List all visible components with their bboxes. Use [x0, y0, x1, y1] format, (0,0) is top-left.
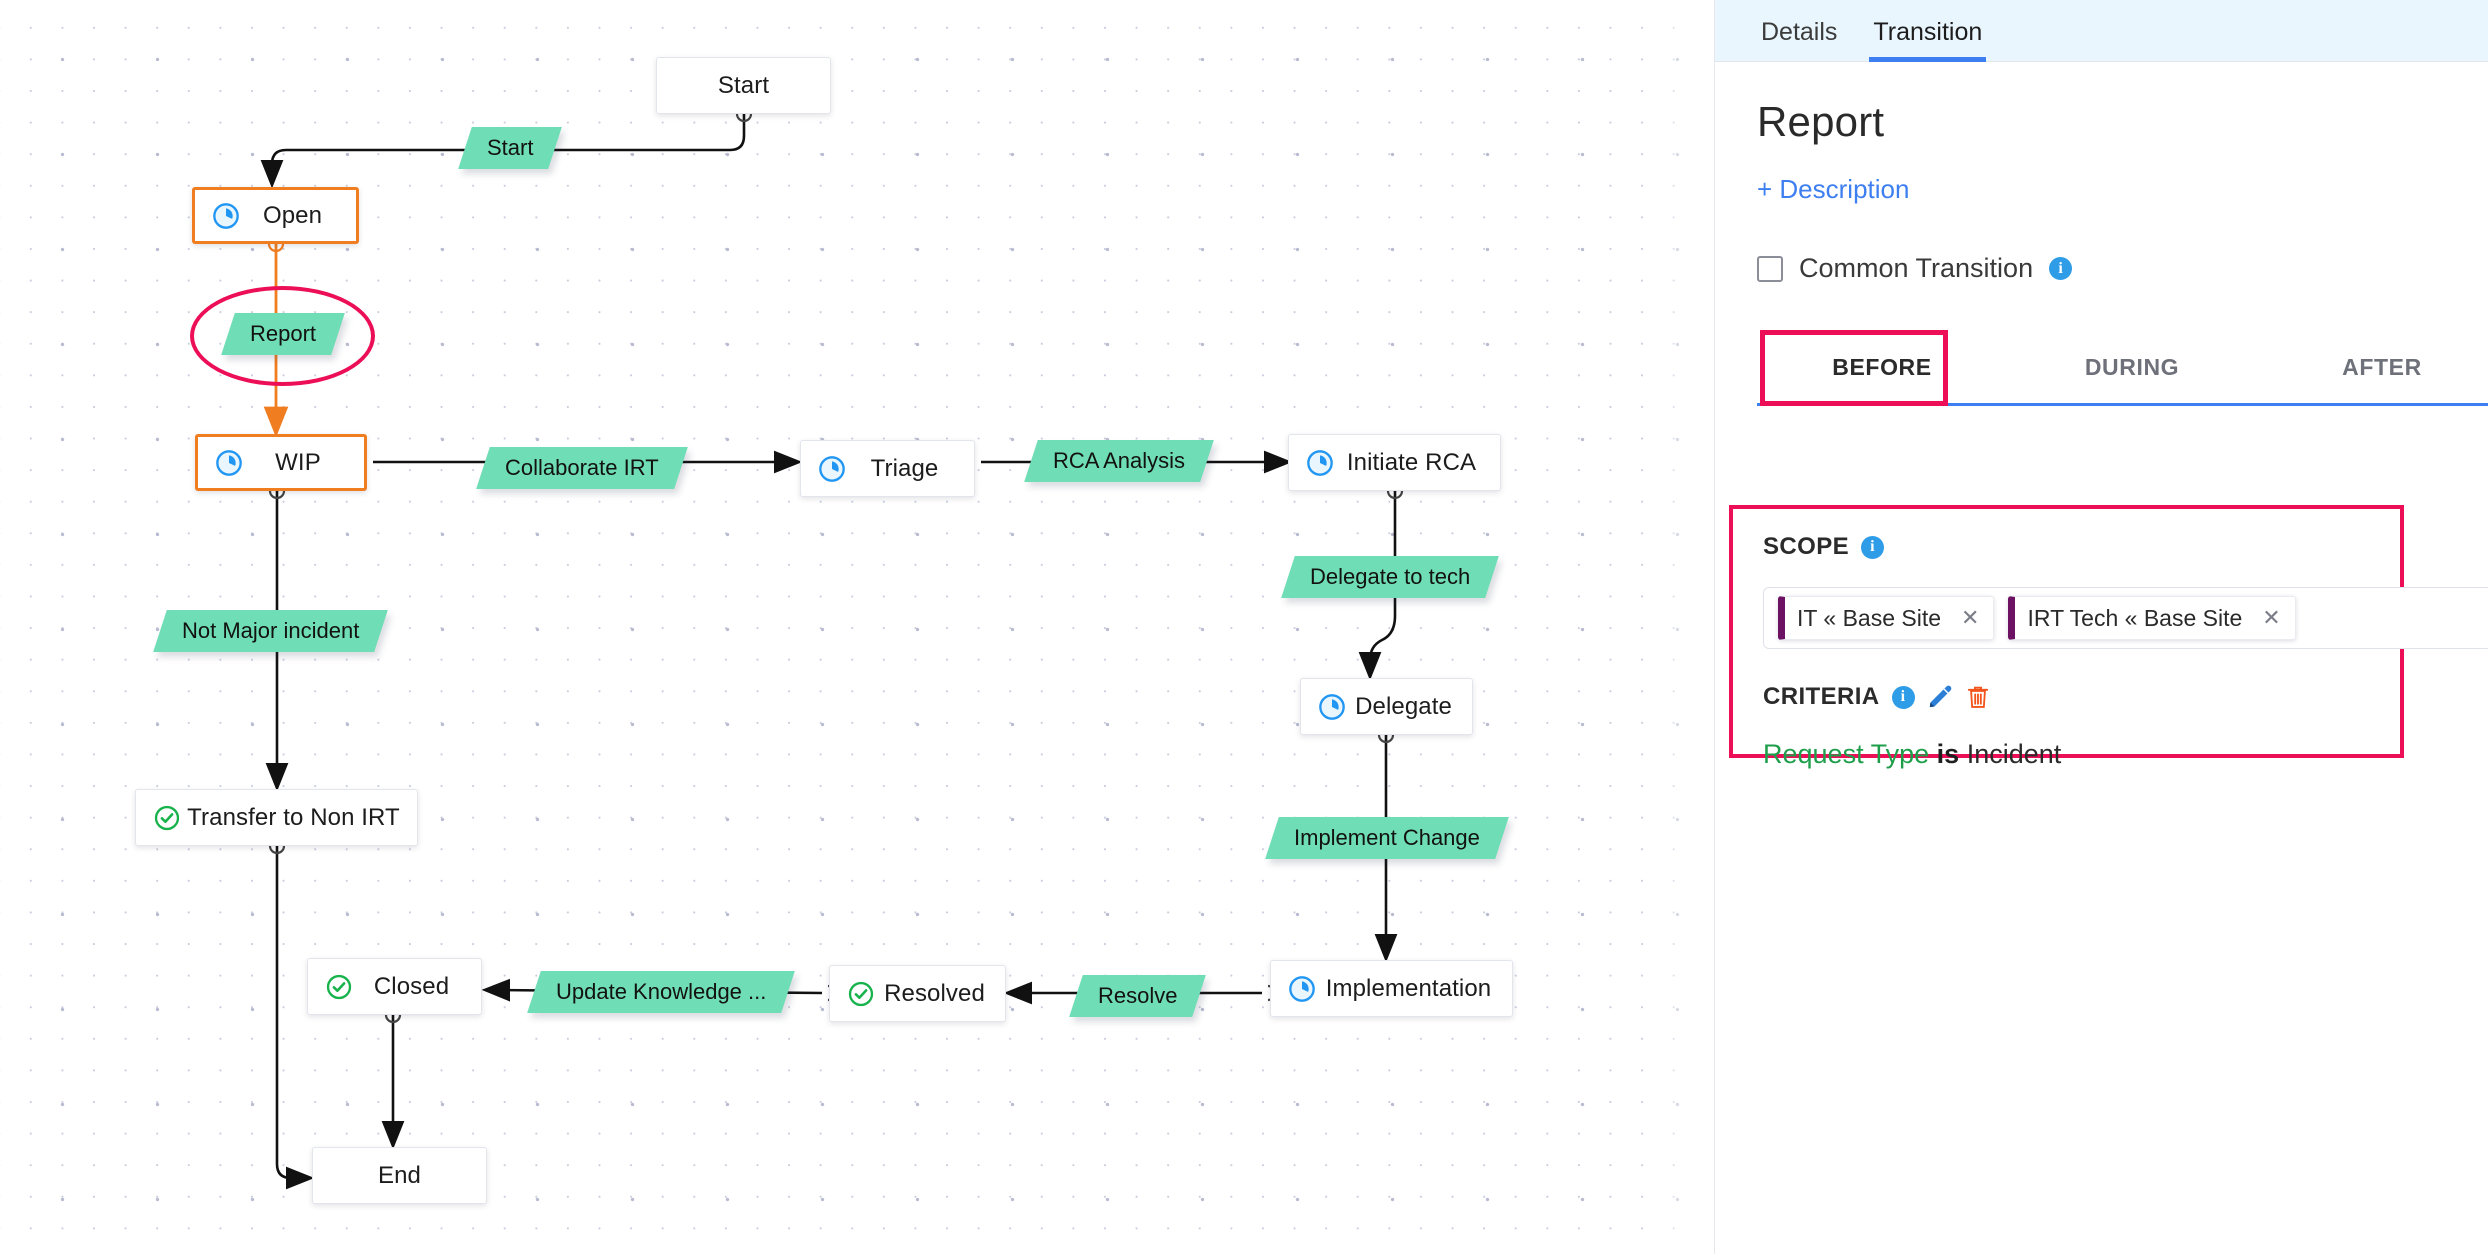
stage-tab-during[interactable]: DURING — [2007, 329, 2257, 405]
stage-tab-during-label: DURING — [2084, 353, 2180, 380]
criteria-value: Incident — [1966, 739, 2062, 769]
info-icon[interactable]: i — [1891, 685, 1915, 709]
node-resolved[interactable]: Resolved — [829, 965, 1006, 1022]
edge-label-rca-analysis-text: RCA Analysis — [1053, 448, 1186, 473]
clock-icon — [1317, 692, 1347, 722]
edge-label-report[interactable]: Report — [221, 313, 345, 355]
stage-tab-after[interactable]: AFTER — [2257, 329, 2488, 405]
clock-icon — [214, 448, 244, 478]
edge-label-not-major-incident-text: Not Major incident — [182, 618, 360, 643]
close-icon[interactable]: ✕ — [1961, 605, 1980, 630]
clock-icon — [1305, 448, 1335, 478]
node-delegate-label: Delegate — [1355, 692, 1452, 720]
scope-criteria-highlight-block: SCOPE i IT « Base Site ✕ IRT Tech « Base… — [1729, 505, 2488, 769]
node-wip[interactable]: WIP — [195, 434, 367, 491]
node-end[interactable]: End — [312, 1147, 487, 1204]
scope-chip-label: IT « Base Site — [1797, 604, 1942, 631]
stage-tab-before-label: BEFORE — [1832, 353, 1932, 380]
trash-icon[interactable] — [1965, 684, 1991, 710]
node-triage-label: Triage — [870, 454, 939, 482]
check-circle-icon — [846, 979, 876, 1009]
edge-label-implement-change[interactable]: Implement Change — [1265, 817, 1509, 859]
tab-details-label: Details — [1761, 18, 1838, 46]
node-open-label: Open — [262, 201, 323, 229]
info-icon[interactable]: i — [2049, 257, 2073, 280]
clock-icon — [1287, 974, 1317, 1004]
tab-details[interactable]: Details — [1743, 20, 1855, 61]
scope-chip-label: IRT Tech « Base Site — [2027, 604, 2243, 631]
node-transfer-to-non-irt[interactable]: Transfer to Non IRT — [135, 789, 418, 846]
node-delegate[interactable]: Delegate — [1300, 678, 1473, 735]
tab-transition-label: Transition — [1873, 18, 1983, 46]
transition-panel: Details Transition Report + Description … — [1714, 0, 2488, 1254]
node-closed-label: Closed — [373, 972, 450, 1000]
add-description-link[interactable]: + Description — [1757, 174, 1910, 204]
transition-title: Report — [1757, 98, 1885, 145]
clock-icon — [817, 454, 847, 484]
stage-tab-bar: BEFORE DURING AFTER — [1757, 330, 2488, 406]
edge-label-start-text: Start — [487, 135, 534, 160]
node-open[interactable]: Open — [192, 187, 359, 244]
node-start[interactable]: Start — [656, 57, 831, 114]
criteria-heading: CRITERIA — [1763, 683, 1880, 710]
node-closed[interactable]: Closed — [307, 958, 482, 1015]
info-icon[interactable]: i — [1861, 535, 1885, 559]
edge-label-implement-change-text: Implement Change — [1294, 825, 1480, 850]
edge-label-not-major-incident[interactable]: Not Major incident — [153, 610, 389, 652]
criteria-operator: is — [1936, 739, 1960, 769]
stage-tab-after-label: AFTER — [2342, 353, 2422, 380]
criteria-field: Request Type — [1763, 739, 1930, 769]
node-transfer-to-non-irt-label: Transfer to Non IRT — [187, 803, 400, 831]
workflow-canvas[interactable]: Start Open WIP Triage Initiate RCA — [0, 0, 1714, 1254]
criteria-expression[interactable]: Request Type is Incident — [1763, 739, 2400, 770]
node-resolved-label: Resolved — [884, 979, 985, 1007]
panel-tab-bar: Details Transition — [1715, 0, 2488, 62]
common-transition-label: Common Transition — [1799, 253, 2034, 283]
edge-label-report-text: Report — [250, 321, 317, 346]
node-implementation-label: Implementation — [1325, 974, 1492, 1002]
edge-label-update-knowledge-text: Update Knowledge ... — [556, 979, 767, 1004]
edge-label-rca-analysis[interactable]: RCA Analysis — [1024, 440, 1214, 482]
tab-transition[interactable]: Transition — [1855, 18, 2000, 62]
node-end-label: End — [377, 1161, 421, 1189]
edge-label-update-knowledge[interactable]: Update Knowledge ... — [527, 971, 796, 1013]
edge-label-start[interactable]: Start — [458, 127, 563, 169]
scope-chip[interactable]: IT « Base Site ✕ — [1778, 596, 1995, 640]
edge-label-collaborate-irt-text: Collaborate IRT — [505, 455, 659, 480]
node-implementation[interactable]: Implementation — [1270, 960, 1513, 1017]
criteria-heading-row: CRITERIA i — [1763, 683, 2400, 711]
edge-label-resolve-text: Resolve — [1098, 983, 1178, 1008]
node-wip-label: WIP — [275, 448, 321, 476]
node-initiate-rca-label: Initiate RCA — [1346, 448, 1477, 476]
scope-input[interactable]: IT « Base Site ✕ IRT Tech « Base Site ✕ — [1763, 587, 2488, 649]
edge-label-delegate-to-tech-text: Delegate to tech — [1310, 564, 1471, 589]
edge-label-delegate-to-tech[interactable]: Delegate to tech — [1281, 556, 1500, 598]
close-icon[interactable]: ✕ — [2262, 605, 2281, 630]
common-transition-row: Common Transition i — [1757, 253, 2446, 284]
panel-body: Report + Description Common Transition i… — [1715, 62, 2488, 769]
scope-heading: SCOPE — [1763, 533, 1850, 560]
node-initiate-rca[interactable]: Initiate RCA — [1288, 434, 1501, 491]
scope-chip[interactable]: IRT Tech « Base Site ✕ — [2008, 596, 2296, 640]
scope-heading-row: SCOPE i — [1763, 533, 2400, 561]
edge-label-resolve[interactable]: Resolve — [1069, 975, 1207, 1017]
node-triage[interactable]: Triage — [800, 440, 975, 497]
pencil-icon[interactable] — [1927, 684, 1953, 710]
clock-icon — [211, 201, 241, 231]
edge-label-collaborate-irt[interactable]: Collaborate IRT — [476, 447, 688, 489]
check-circle-icon — [324, 972, 354, 1002]
common-transition-checkbox[interactable] — [1757, 255, 1783, 282]
check-circle-icon — [152, 803, 182, 833]
stage-tab-before[interactable]: BEFORE — [1757, 329, 2007, 405]
node-start-label: Start — [717, 71, 770, 99]
